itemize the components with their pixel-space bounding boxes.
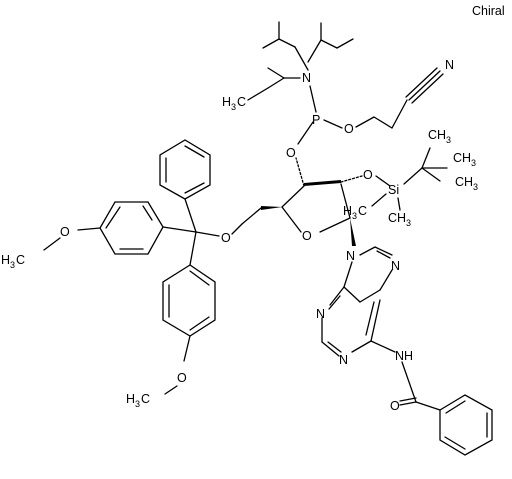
svg-text:C: C	[16, 253, 25, 267]
trityl-phenyl-top	[159, 139, 211, 200]
atom-n-nitrile: N	[445, 58, 454, 72]
atom-n9: N	[346, 249, 355, 263]
svg-text:C: C	[237, 95, 246, 109]
label-ch3-methoxy-left: H	[1, 253, 10, 267]
purine-ring	[321, 246, 393, 357]
label-ch3-si-left: H	[343, 204, 352, 218]
isopropyl-on-n	[267, 67, 301, 89]
svg-text:C: C	[141, 392, 150, 406]
chiral-flag: Chiral	[472, 4, 505, 18]
anisyl-ring-bottom	[162, 264, 216, 337]
svg-text:3: 3	[231, 102, 236, 112]
atom-p: P	[312, 113, 320, 127]
ribose-ring: O	[281, 157, 351, 243]
atom-o-5prime: O	[221, 231, 231, 245]
atom-o-p-cyanoethyl: O	[344, 122, 354, 136]
isopropyl-right	[307, 22, 354, 63]
atom-o-methoxy-bottom: O	[177, 371, 187, 385]
atom-n1: N	[316, 307, 325, 321]
isopropyl-left	[262, 21, 309, 71]
svg-text:3: 3	[473, 182, 478, 192]
atom-nh: NH	[395, 349, 413, 363]
label-ch3-tbu-top: CH	[428, 128, 446, 142]
svg-text:3: 3	[446, 135, 451, 145]
atom-o-methoxy-left: O	[60, 225, 70, 239]
atom-n7: N	[391, 259, 400, 273]
svg-text:3: 3	[471, 158, 476, 168]
svg-text:C: C	[358, 204, 367, 218]
atom-o-3prime: O	[286, 146, 296, 160]
atom-o-ring: O	[302, 229, 312, 243]
svg-text:3: 3	[135, 399, 140, 409]
atom-o-2prime: O	[363, 168, 373, 182]
anisyl-ring-left	[99, 201, 164, 255]
svg-text:3: 3	[352, 211, 357, 221]
label-ch3-si-bottom: CH	[388, 211, 406, 225]
atom-n3: N	[339, 353, 348, 367]
label-ch3-tbu-right: CH	[455, 175, 473, 189]
svg-text:3: 3	[406, 218, 411, 228]
atom-si: Si	[388, 183, 399, 197]
label-ch3-amidite-c: H	[222, 95, 231, 109]
label-ch3-methoxy-bottom: H	[126, 392, 135, 406]
atom-o-carbonyl: O	[390, 399, 400, 413]
svg-text:3: 3	[10, 260, 15, 270]
benzoyl-phenyl-ring	[439, 394, 493, 456]
atom-n-amidite: N	[302, 71, 311, 85]
label-ch3-tbu-mid: CH	[453, 151, 471, 165]
